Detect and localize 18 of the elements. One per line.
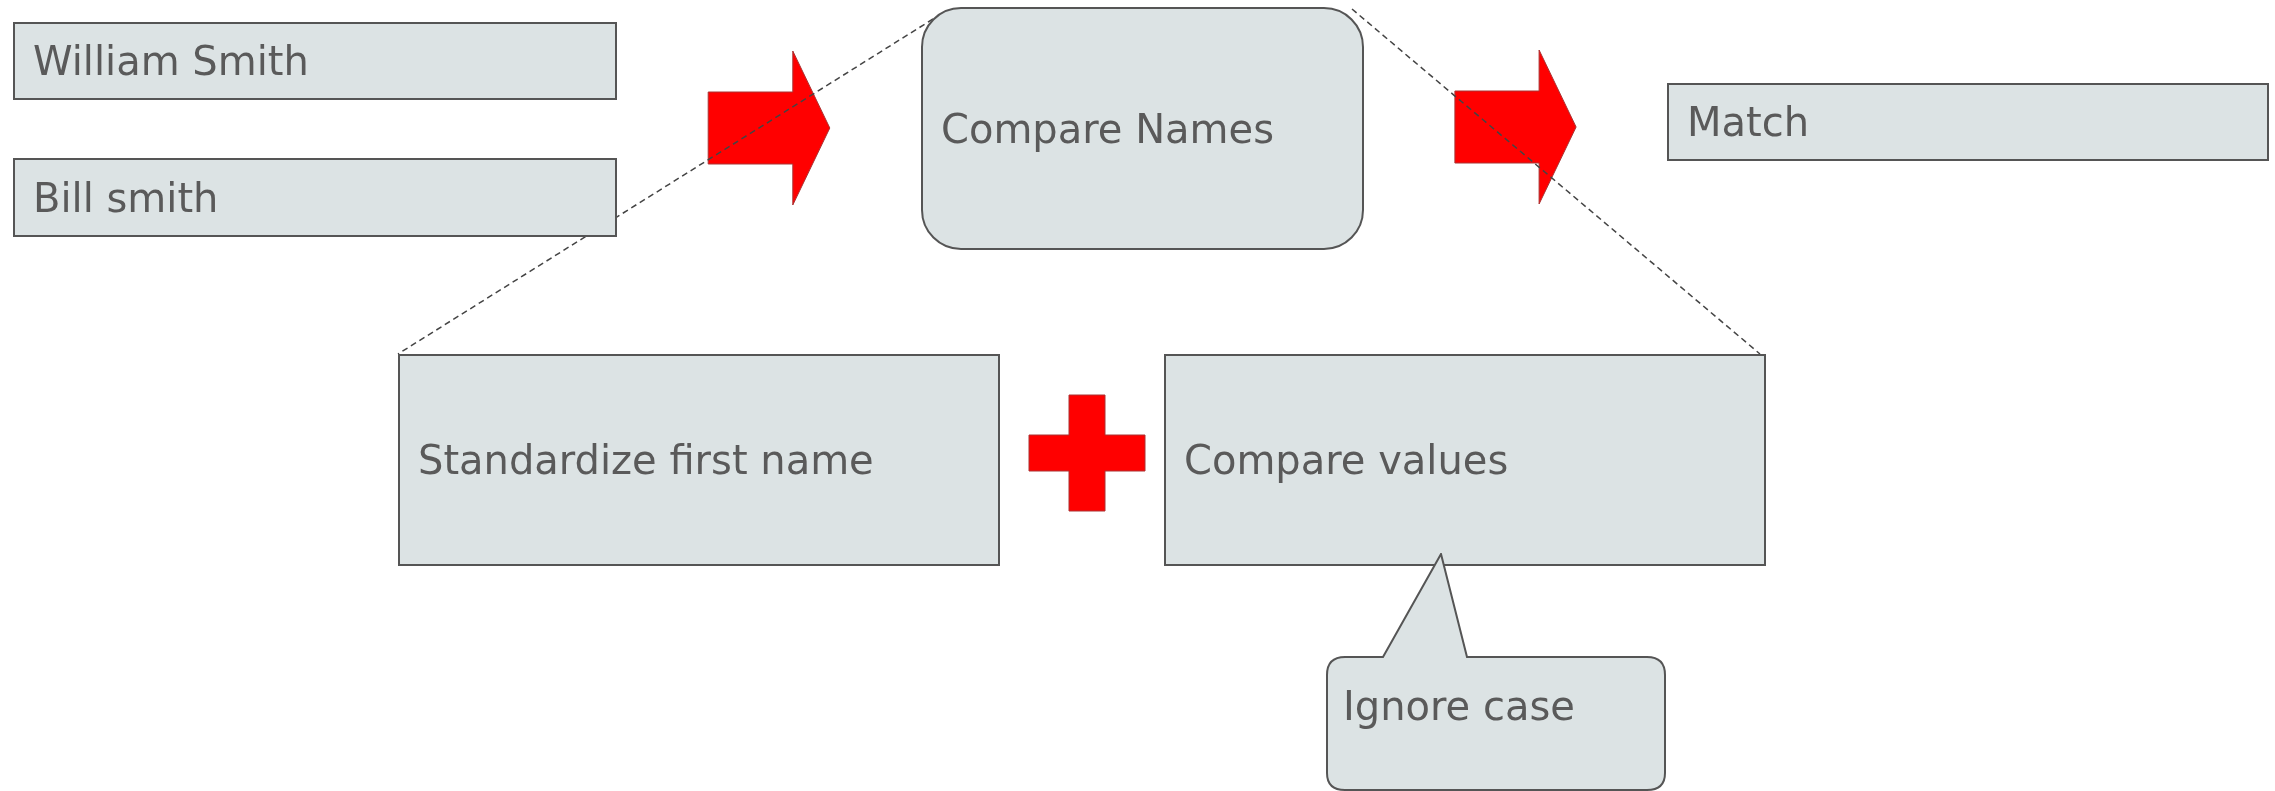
input-box [13,158,617,237]
dashed-line [1351,8,1761,355]
node-label: Bill smith [33,174,219,221]
node-label: William Smith [33,38,309,84]
node-label: Standardize first name [418,437,874,483]
step-box [1164,354,1766,566]
result-box [1667,83,2269,161]
dashed-line [397,18,934,355]
node-label: Compare Names [941,105,1274,152]
step-box [398,354,1000,566]
node-label: Ignore case [1343,683,1575,729]
block-arrow [707,50,831,206]
process-box [921,7,1364,250]
block-arrow [1454,49,1577,205]
node-label: Match [1687,99,1810,145]
callout-bubble [1325,553,1667,791]
input-box [13,22,617,100]
node-label: Compare values [1184,437,1509,483]
